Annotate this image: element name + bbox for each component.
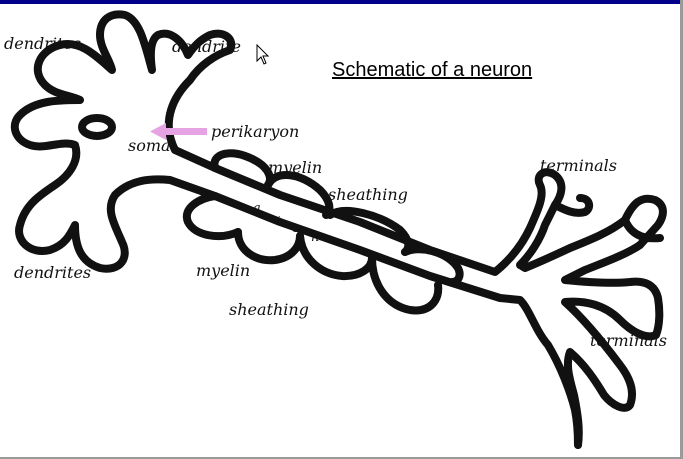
label-sheathing-top: sheathing	[328, 185, 408, 204]
nucleus	[78, 114, 116, 140]
label-perikaryon: perikaryon	[211, 122, 300, 141]
label-axon-n: n	[311, 230, 320, 245]
label-myelin-bottom: myelin	[196, 261, 251, 280]
right-border	[680, 0, 683, 459]
label-dendrites-top: dendrites	[4, 34, 82, 53]
label-axon-a: a	[253, 201, 261, 216]
terminal-branch-top	[551, 194, 594, 217]
soma-dendrites-outline	[10, 10, 582, 449]
label-axon-o: o	[292, 221, 300, 236]
label-myelin-top: myelin	[268, 158, 323, 177]
myelin-lobe-5	[182, 192, 242, 241]
left-arrow-icon	[150, 123, 207, 140]
label-axon-x: x	[273, 212, 281, 227]
mouse-cursor-icon	[256, 44, 270, 65]
soma-dendrites-outline-2	[171, 146, 667, 449]
myelin-lobe-2	[264, 171, 334, 219]
myelin-lobe-6	[234, 228, 304, 265]
myelin-lobe-8	[368, 254, 443, 315]
label-dendrites-bottom: dendrites	[14, 263, 92, 282]
top-accent-bar	[0, 0, 683, 4]
bottom-border	[0, 457, 683, 459]
label-dendrite-top: dendrite	[172, 37, 241, 56]
myelin-lobe-4	[401, 245, 464, 286]
label-sheathing-bottom: sheathing	[229, 300, 309, 319]
terminal-branch-mid	[621, 216, 664, 243]
diagram-title: Schematic of a neuron	[332, 59, 533, 81]
label-soma: soma	[128, 136, 171, 155]
label-terminals-bottom: terminals	[590, 331, 668, 350]
label-terminals-top: terminals	[540, 156, 618, 175]
